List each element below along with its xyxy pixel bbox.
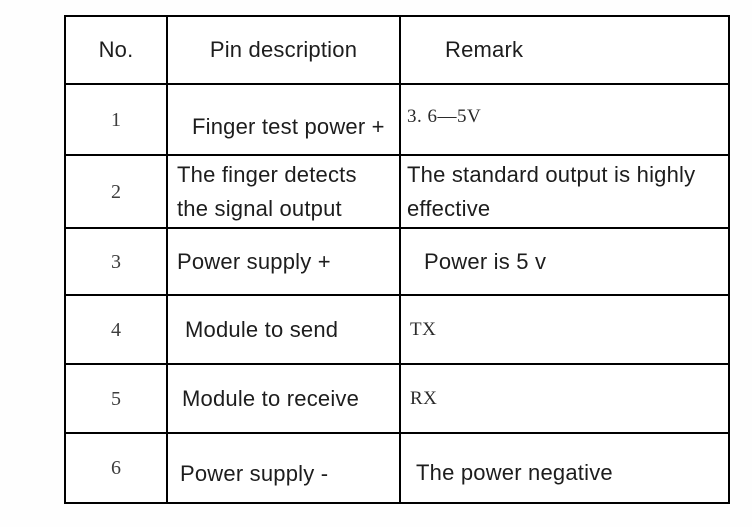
- row-5-pin-text: Module to receive: [182, 385, 360, 411]
- row-1-pin-text: Finger test power +: [192, 113, 385, 139]
- row-2-remark-text-line1: The standard output is highly: [407, 161, 696, 187]
- row-6-no: 6: [111, 457, 121, 479]
- row-1-no-cell: 1: [64, 83, 168, 156]
- row-5-no: 5: [111, 387, 121, 410]
- row-1-remark-cell: 3. 6—5V: [399, 83, 730, 156]
- row-2-no-cell: 2: [64, 154, 168, 229]
- row-6-remark-cell: The power negative: [399, 432, 730, 504]
- table-row-5: 5 Module to receive RX: [64, 363, 730, 434]
- row-6-pin-text: Power supply -: [180, 461, 329, 486]
- row-6-pin-cell: Power supply -: [166, 432, 401, 504]
- table-row-3: 3 Power supply + Power is 5 v: [64, 227, 730, 296]
- header-label-pin-description: Pin description: [209, 37, 358, 62]
- row-3-pin-cell: Power supply +: [166, 227, 401, 296]
- row-4-remark-text: TX: [410, 318, 437, 340]
- row-3-no-cell: 3: [64, 227, 168, 296]
- row-6-remark-text: The power negative: [416, 460, 613, 485]
- row-1-remark-text: 3. 6—5V: [407, 105, 482, 127]
- row-3-no: 3: [111, 250, 121, 273]
- row-6-no-cell: 6: [64, 432, 168, 504]
- row-4-no-cell: 4: [64, 294, 168, 365]
- row-5-remark-cell: RX: [399, 363, 730, 434]
- header-cell-remark: Remark: [399, 15, 730, 85]
- row-5-no-cell: 5: [64, 363, 168, 434]
- header-label-no: No.: [98, 37, 134, 62]
- row-5-pin-cell: Module to receive: [166, 363, 401, 434]
- table-row-2: 2 The finger detects the signal output T…: [64, 154, 730, 229]
- row-4-pin-text: Module to send: [185, 316, 339, 342]
- row-2-pin-text-line2: the signal output: [177, 195, 342, 221]
- row-4-pin-cell: Module to send: [166, 294, 401, 365]
- row-2-remark-cell: The standard output is highly effective: [399, 154, 730, 229]
- row-3-remark-cell: Power is 5 v: [399, 227, 730, 296]
- row-5-remark-text: RX: [410, 387, 438, 409]
- table-row-1: 1 Finger test power + 3. 6—5V: [64, 83, 730, 156]
- row-3-pin-text: Power supply +: [177, 248, 331, 274]
- row-2-no: 2: [111, 180, 121, 203]
- header-cell-pin-description: Pin description: [166, 15, 401, 85]
- row-1-pin-cell: Finger test power +: [166, 83, 401, 156]
- row-2-remark-text-line2: effective: [407, 195, 491, 221]
- header-label-remark: Remark: [445, 37, 524, 62]
- row-1-no: 1: [111, 108, 121, 131]
- table-row-4: 4 Module to send TX: [64, 294, 730, 365]
- row-2-pin-text-line1: The finger detects: [177, 161, 357, 187]
- header-cell-no: No.: [64, 15, 168, 85]
- row-3-remark-text: Power is 5 v: [424, 248, 547, 274]
- row-2-pin-cell: The finger detects the signal output: [166, 154, 401, 229]
- table-header-row: No. Pin description Remark: [64, 15, 730, 85]
- row-4-remark-cell: TX: [399, 294, 730, 365]
- table-row-6: 6 Power supply - The power negative: [64, 432, 730, 504]
- row-4-no: 4: [111, 318, 121, 341]
- pin-description-table: No. Pin description Remark 1 Finger test…: [64, 15, 730, 504]
